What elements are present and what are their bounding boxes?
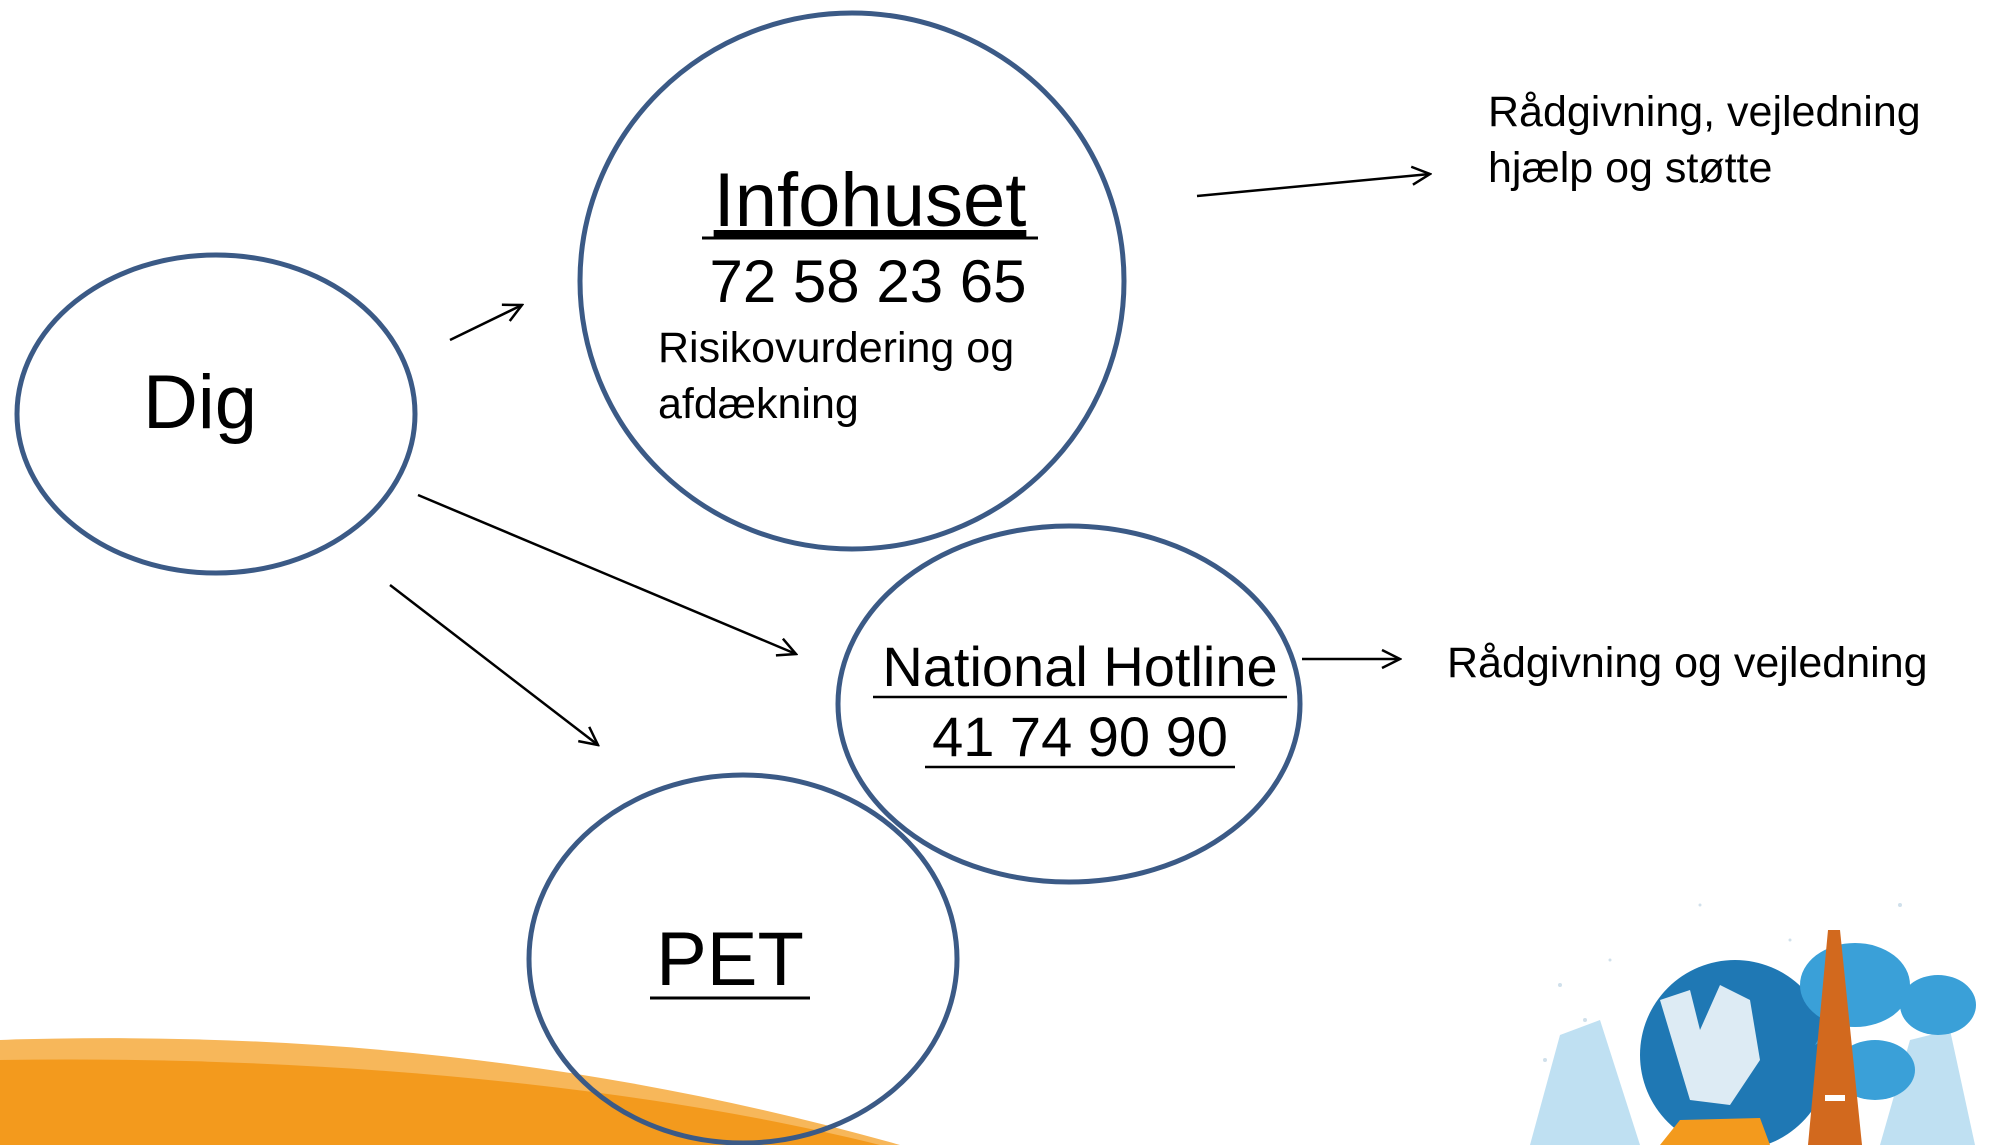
node-dig: Dig bbox=[14, 252, 418, 576]
node-infohuset-circle bbox=[577, 10, 1127, 552]
node-pet-label: PET bbox=[656, 917, 804, 1002]
arrow-dig-to-pet bbox=[389, 584, 598, 745]
node-infohuset-description-line2: afdækning bbox=[658, 380, 859, 428]
node-dig-circle bbox=[14, 252, 418, 576]
node-infohuset-phone: 72 58 23 65 bbox=[710, 248, 1027, 315]
fist-speech-bubbles-logo bbox=[1530, 903, 1976, 1145]
node-pet: PET bbox=[526, 772, 960, 1145]
infohuset-note-line2: hjælp og støtte bbox=[1488, 144, 1773, 192]
hotline-note-text: Rådgivning og vejledning bbox=[1447, 639, 1928, 687]
arrow-dig-to-infohuset bbox=[449, 305, 522, 342]
node-national-hotline: National Hotline 41 74 90 90 bbox=[835, 523, 1303, 885]
arrow-dig-to-national-hotline bbox=[417, 493, 796, 654]
infohuset-note-line1: Rådgivning, vejledning bbox=[1488, 88, 1921, 136]
node-infohuset-description-line1: Risikovurdering og bbox=[658, 324, 1014, 372]
node-national-hotline-phone: 41 74 90 90 bbox=[932, 705, 1228, 768]
orange-swoosh-decoration bbox=[0, 1038, 900, 1145]
node-infohuset-title: Infohuset bbox=[714, 158, 1027, 243]
arrow-infohuset-to-note bbox=[1196, 174, 1430, 198]
infohuset-note: Rådgivning, vejledning hjælp og støtte bbox=[1488, 84, 1921, 196]
node-pet-circle bbox=[526, 772, 960, 1145]
node-national-hotline-circle bbox=[835, 523, 1303, 885]
node-national-hotline-title: National Hotline bbox=[882, 635, 1277, 698]
node-dig-label: Dig bbox=[143, 360, 257, 445]
hotline-note: Rådgivning og vejledning bbox=[1447, 635, 1928, 691]
node-infohuset: Infohuset 72 58 23 65 Risikovurdering og… bbox=[577, 10, 1127, 552]
